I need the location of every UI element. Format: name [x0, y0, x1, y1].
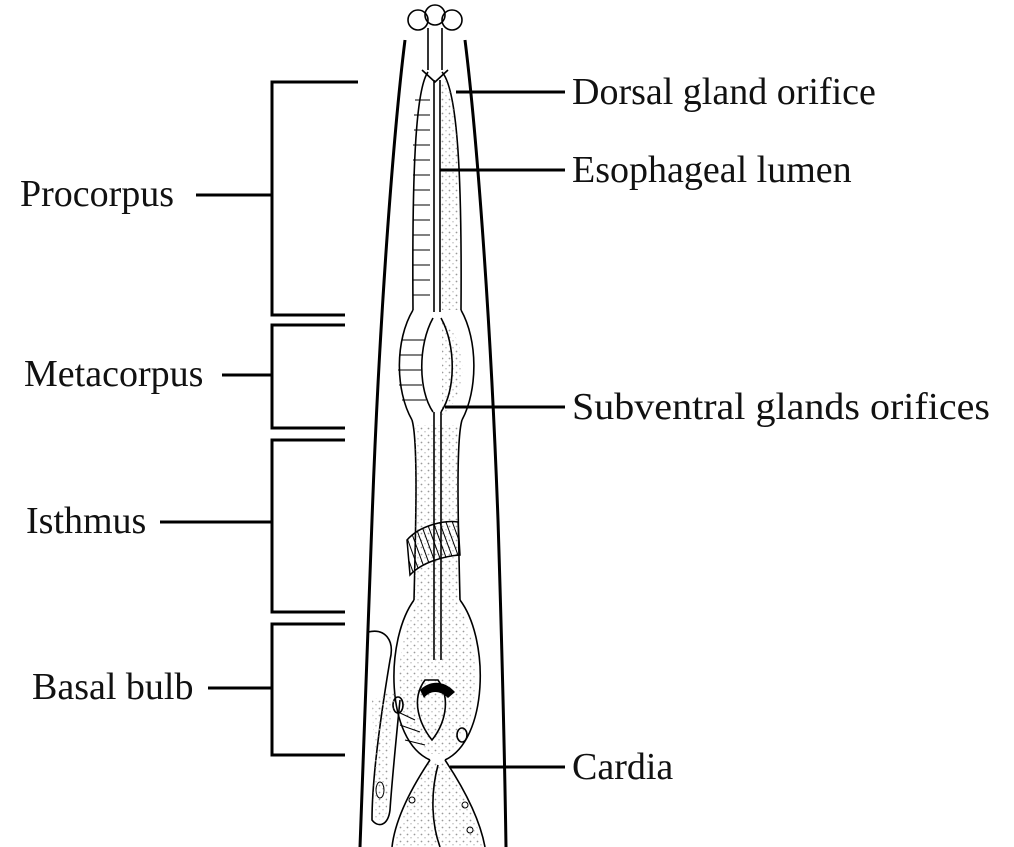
- label-esophageal-lumen: Esophageal lumen: [572, 149, 852, 191]
- metacorpus-bulb: [398, 310, 474, 420]
- label-cardia: Cardia: [572, 746, 673, 788]
- label-metacorpus: Metacorpus: [24, 353, 203, 395]
- procorpus-tube: [413, 72, 461, 312]
- label-procorpus: Procorpus: [20, 173, 174, 215]
- label-basal-bulb: Basal bulb: [32, 666, 193, 708]
- label-dorsal-gland-orifice: Dorsal gland orifice: [572, 71, 876, 113]
- bracket-basal-bulb: [208, 624, 345, 755]
- basal-bulb: [393, 600, 480, 760]
- label-isthmus: Isthmus: [26, 500, 146, 542]
- bracket-isthmus: [160, 440, 345, 612]
- procorpus-cell-lines: [413, 100, 430, 295]
- head-lips: [408, 5, 462, 82]
- bracket-procorpus: [196, 82, 358, 315]
- cardia-intestine: [392, 760, 485, 847]
- bracket-metacorpus: [222, 325, 345, 428]
- label-subventral-glands-orifices: Subventral glands orifices: [572, 386, 990, 428]
